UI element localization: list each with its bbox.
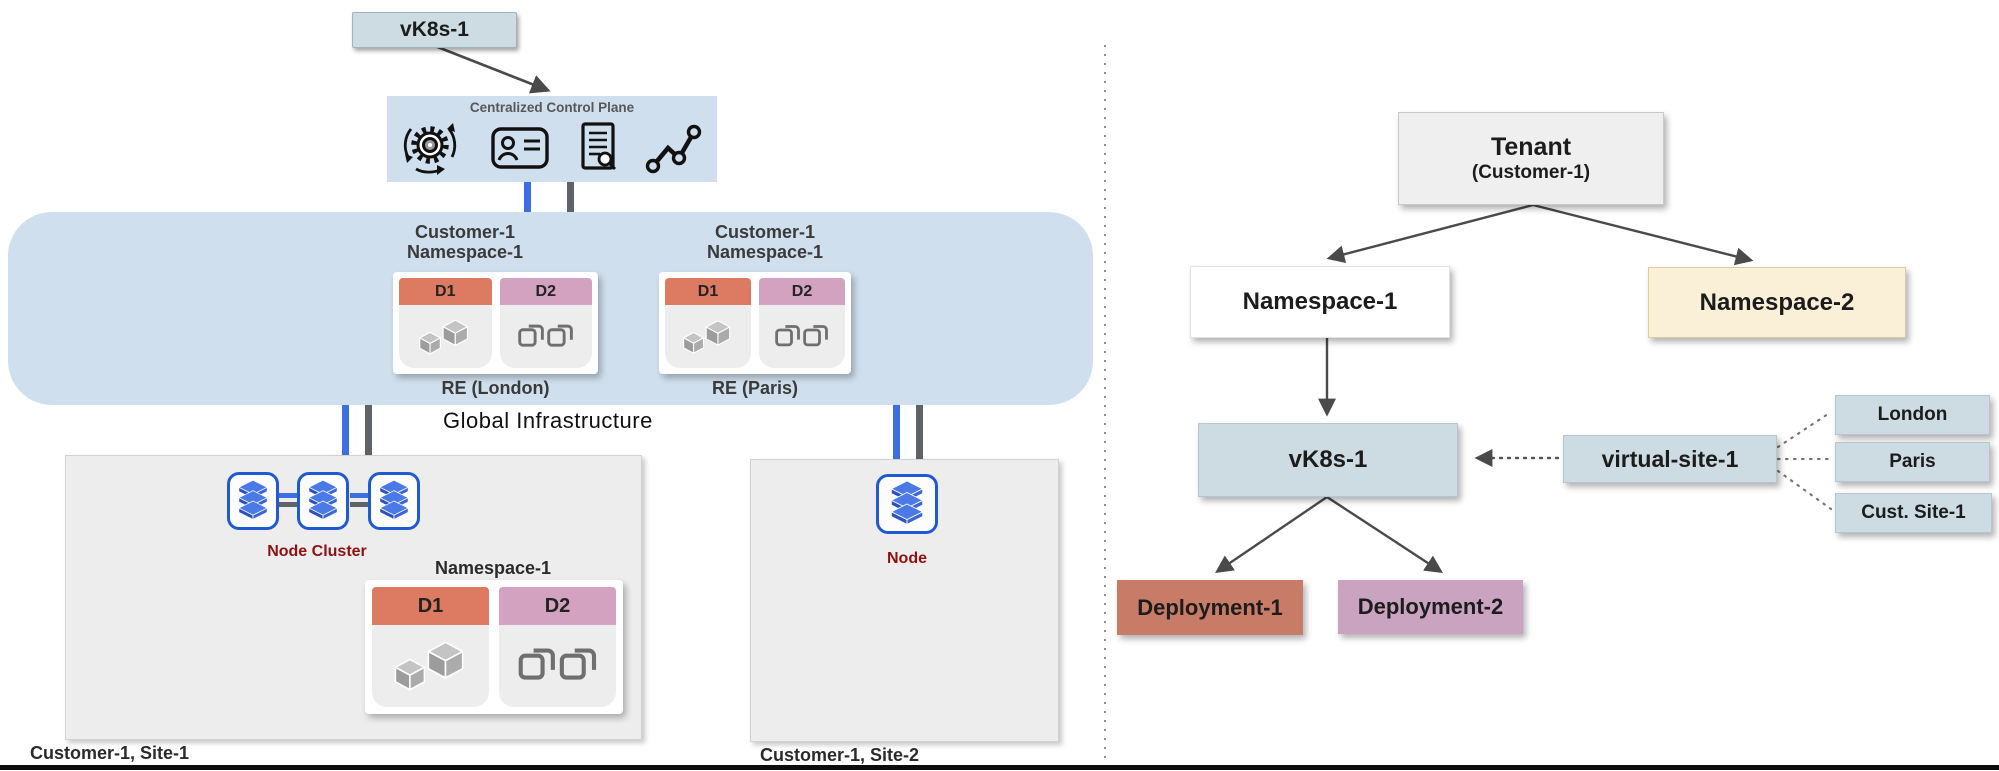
arrow-tenant-to-namespace2 xyxy=(1532,203,1754,266)
node-label: Node xyxy=(887,550,927,567)
connector-blue-cp-infra xyxy=(524,182,531,212)
deployment1-box: Deployment-1 xyxy=(1117,580,1303,635)
node-tile xyxy=(368,472,420,530)
global-infrastructure-caption: Global Infrastructure xyxy=(443,408,653,433)
deployment-tile-d1: D1 xyxy=(399,278,492,368)
vk8s-right-label: vK8s-1 xyxy=(1288,446,1368,473)
region-paris-label: Customer-1 Namespace-1 xyxy=(665,222,865,262)
panel-divider xyxy=(1104,45,1106,761)
node-link-blue xyxy=(279,493,297,498)
network-graph-icon xyxy=(645,121,703,175)
connector-gray-infra-site2 xyxy=(916,405,923,460)
namespace2-box: Namespace-2 xyxy=(1648,267,1906,338)
d2-header: D2 xyxy=(499,587,616,625)
site1-namespace-card: D1 D2 xyxy=(365,580,623,714)
control-plane-title: Centralized Control Plane xyxy=(469,100,635,115)
region-paris-site-label: RE (Paris) xyxy=(711,378,799,398)
id-card-icon xyxy=(490,124,550,172)
audit-doc-icon xyxy=(578,121,618,175)
d1-header: D1 xyxy=(399,278,492,305)
region-london-customer: Customer-1 xyxy=(414,222,516,242)
copies-icon xyxy=(500,305,593,368)
bottom-rule xyxy=(0,765,1999,770)
region-paris-card: D1 D2 xyxy=(659,272,851,374)
region-london-card: D1 D2 xyxy=(393,272,598,374)
node-stack-icon xyxy=(377,480,411,522)
arrow-vk8s-to-deployment2 xyxy=(1326,495,1444,573)
connector-gray-cp-infra xyxy=(567,182,574,212)
node-stack-icon xyxy=(888,481,926,527)
namespace1-label: Namespace-1 xyxy=(1242,288,1398,315)
deployment2-label: Deployment-2 xyxy=(1357,594,1504,619)
arrow-vk8s-to-deployment1 xyxy=(1215,496,1328,574)
cubes-icon xyxy=(399,305,492,368)
node-tile xyxy=(876,474,938,534)
connector-blue-infra-site1 xyxy=(342,405,349,456)
region-london-label: Customer-1 Namespace-1 xyxy=(365,222,565,262)
site2-caption: Customer-1, Site-2 xyxy=(760,745,920,765)
node-tile xyxy=(227,472,279,530)
vk8s-top-label: vK8s-1 xyxy=(400,18,469,41)
site-london-label: London xyxy=(1877,404,1948,425)
site1-caption: Customer-1, Site-1 xyxy=(30,743,190,763)
deployment-tile-d1: D1 xyxy=(665,278,751,368)
deployment-tile-d2: D2 xyxy=(499,587,616,707)
virtual-site-label: virtual-site-1 xyxy=(1601,445,1739,472)
vk8s-right-box: vK8s-1 xyxy=(1198,423,1458,497)
node-link-gray xyxy=(350,502,368,507)
namespace1-box: Namespace-1 xyxy=(1190,266,1450,338)
cubes-icon xyxy=(372,625,489,707)
node-link-gray xyxy=(279,502,297,507)
dotted-line-virtualsite-to-custsite xyxy=(1776,469,1833,511)
site1-namespace-label: Namespace-1 xyxy=(434,558,552,578)
deployment-tile-d2: D2 xyxy=(499,278,593,368)
site-paris-label: Paris xyxy=(1889,451,1936,472)
site-paris-box: Paris xyxy=(1835,442,1990,482)
connector-gray-infra-site1 xyxy=(365,405,372,456)
d1-header: D1 xyxy=(665,278,751,305)
node-cluster-label: Node Cluster xyxy=(267,543,367,560)
site-custsite-box: Cust. Site-1 xyxy=(1835,493,1992,533)
d1-header: D1 xyxy=(372,587,489,625)
dotted-line-virtualsite-to-london xyxy=(1776,410,1833,449)
region-paris-namespace: Namespace-1 xyxy=(706,242,824,262)
node-link-blue xyxy=(350,493,368,498)
region-london-namespace: Namespace-1 xyxy=(406,242,524,262)
d2-header: D2 xyxy=(759,278,845,305)
vk8s-top-box: vK8s-1 xyxy=(352,12,517,48)
connector-blue-infra-site2 xyxy=(893,405,900,460)
copies-icon xyxy=(759,305,845,368)
deployment2-box: Deployment-2 xyxy=(1338,580,1523,634)
tenant-box: Tenant (Customer-1) xyxy=(1398,112,1664,205)
d2-header: D2 xyxy=(499,278,592,305)
virtual-site-box: virtual-site-1 xyxy=(1563,435,1777,483)
node-stack-icon xyxy=(236,480,270,522)
deployment-tile-d2: D2 xyxy=(759,278,845,368)
copies-icon xyxy=(499,625,616,707)
region-paris-customer: Customer-1 xyxy=(714,222,816,242)
arrow-vk8s-to-control-plane xyxy=(434,44,551,94)
deployment-tile-d1: D1 xyxy=(372,587,489,707)
namespace2-label: Namespace-2 xyxy=(1699,288,1855,316)
region-london-site-label: RE (London) xyxy=(441,378,550,398)
tenant-subtitle: (Customer-1) xyxy=(1471,162,1591,183)
node-stack-icon xyxy=(306,480,340,522)
arrow-tenant-to-namespace1 xyxy=(1326,203,1534,264)
sync-gear-icon xyxy=(397,119,463,177)
control-plane-box: Centralized Control Plane xyxy=(387,96,717,182)
tenant-title: Tenant xyxy=(1490,133,1572,161)
site-custsite-label: Cust. Site-1 xyxy=(1861,502,1966,523)
site-london-box: London xyxy=(1835,395,1990,435)
deployment1-label: Deployment-1 xyxy=(1137,594,1283,620)
cubes-icon xyxy=(665,305,751,368)
node-tile xyxy=(297,472,349,530)
